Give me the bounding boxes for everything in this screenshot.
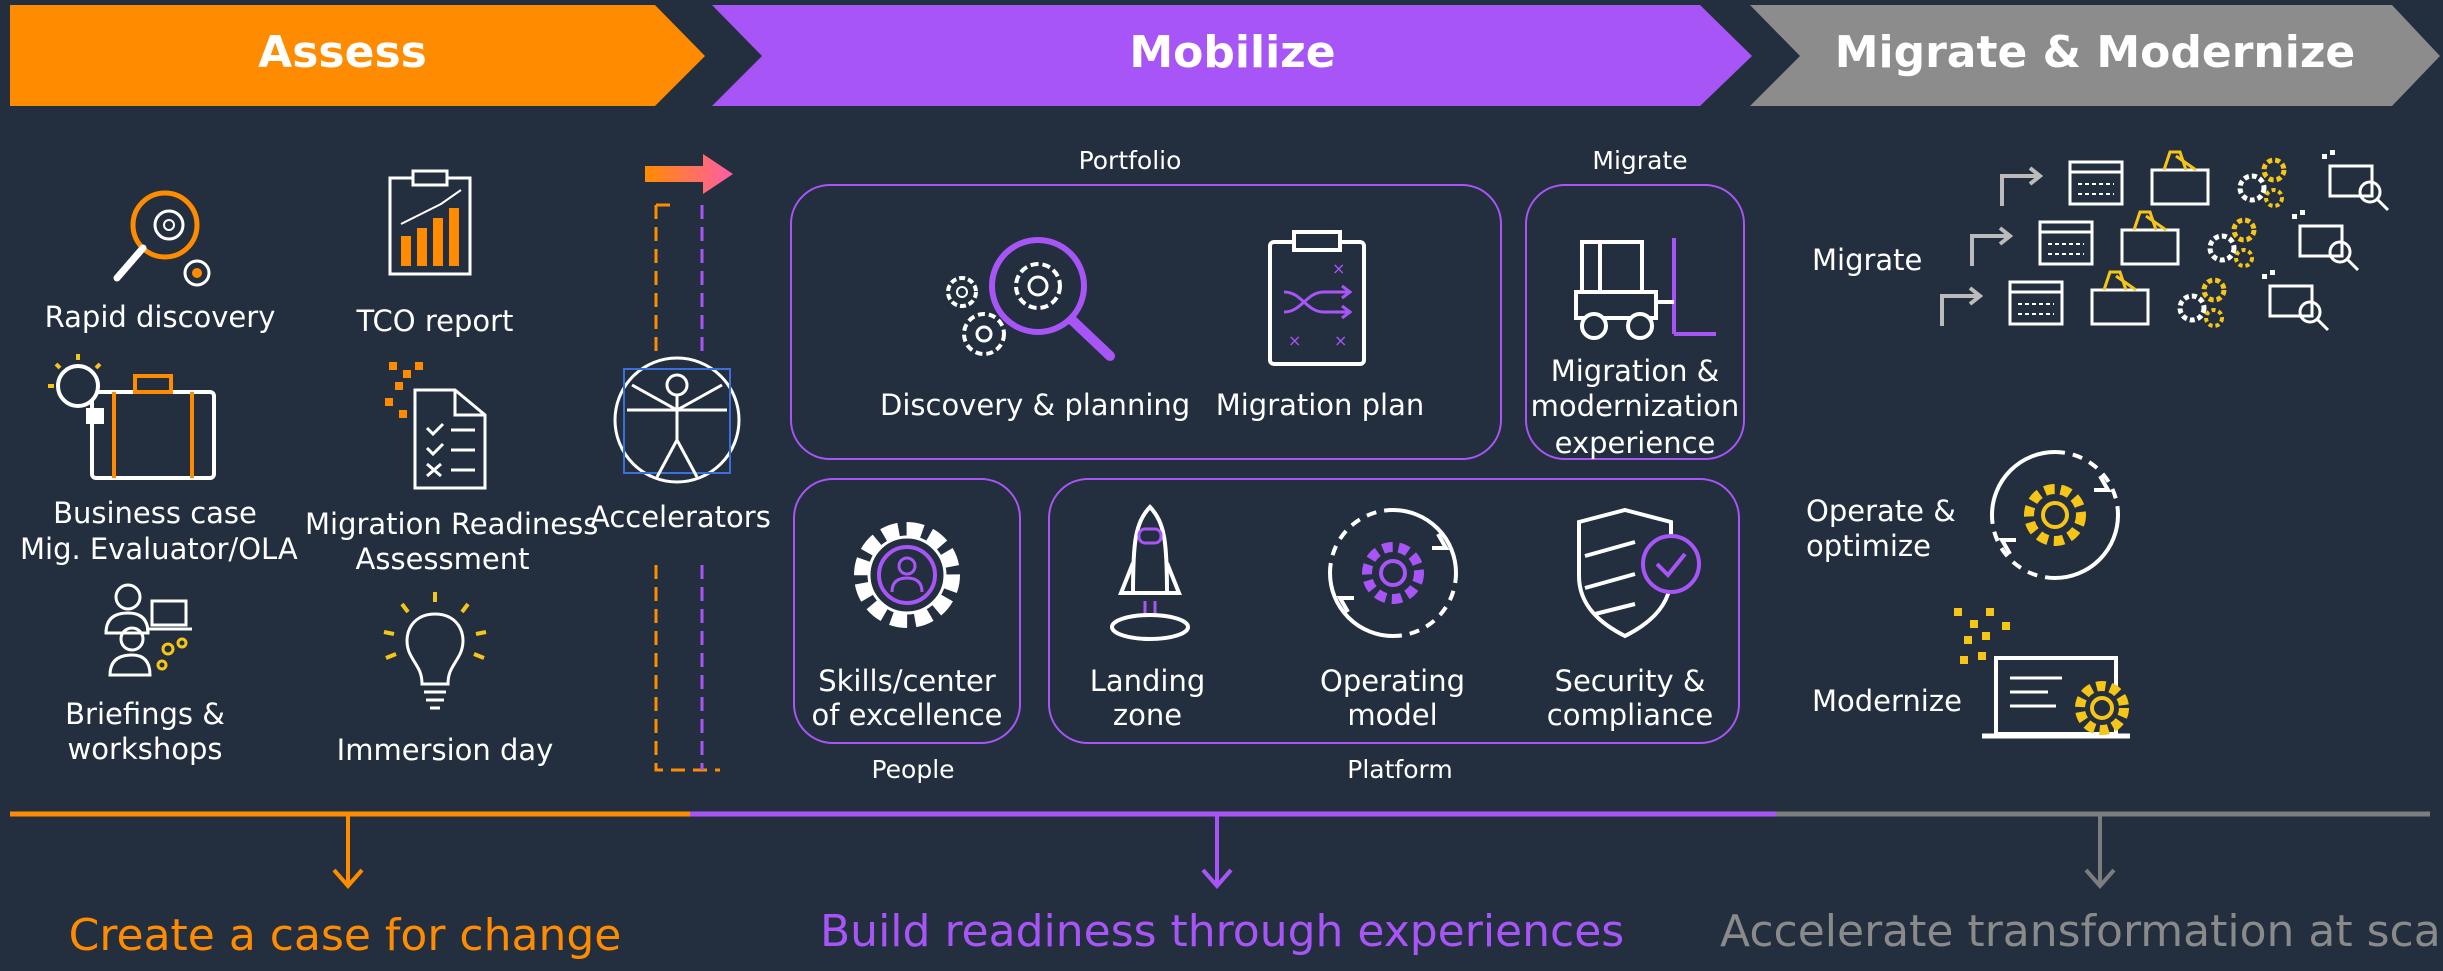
migrate-tools-icons — [1940, 150, 2390, 332]
accelerators-arrow-icon — [645, 154, 733, 194]
migrate-row-1 — [2000, 150, 2390, 212]
briefings-label-1: Briefings & — [65, 697, 225, 731]
mig-exp-label-1: Migration & — [1550, 354, 1720, 388]
rocket-icon — [1110, 504, 1190, 641]
migrate-box — [1525, 184, 1745, 460]
operating-model-label-1: Operating — [1320, 664, 1465, 698]
svg-text:×: × — [1332, 259, 1345, 278]
assess-chevron — [10, 5, 705, 106]
mig-exp-label-2: modernization — [1530, 389, 1740, 423]
phase-chevrons — [10, 5, 2440, 106]
shield-icon — [1577, 507, 1701, 639]
forklift-icon — [1574, 238, 1716, 340]
business-case-label-1: Business case — [53, 496, 257, 530]
operating-model-label-2: model — [1347, 698, 1438, 732]
tco-report-icon — [388, 169, 472, 276]
business-case-icon — [48, 354, 216, 480]
migration-readiness-label-1: Migration Readiness — [305, 507, 599, 541]
operate-label-2: optimize — [1806, 529, 1931, 563]
skills-label-2: of excellence — [811, 698, 1003, 732]
modernize-icon — [1954, 608, 2130, 739]
mobilize-outcome: Build readiness through experiences — [820, 906, 1625, 957]
mobilize-migrate-label: Migrate — [1592, 146, 1688, 175]
assess-phase-title: Assess — [258, 26, 427, 78]
migration-readiness-label-2: Assessment — [355, 542, 530, 576]
discovery-planning-icon — [946, 237, 1115, 361]
platform-label: Platform — [1347, 755, 1453, 784]
operate-optimize-icon — [1990, 450, 2120, 580]
modernize-label: Modernize — [1812, 684, 1962, 718]
mobilize-phase-title: Mobilize — [1129, 26, 1336, 78]
rapid-discovery-icon — [113, 190, 211, 287]
bottom-timeline — [10, 811, 2430, 890]
landing-zone-label-1: Landing — [1089, 664, 1206, 698]
briefings-icon — [104, 583, 192, 677]
portfolio-box — [790, 184, 1502, 460]
people-label: People — [871, 755, 955, 784]
skills-label-1: Skills/center — [818, 664, 996, 698]
migrate-phase-title: Migrate & Modernize — [1834, 26, 2356, 78]
migrate-row-3 — [1940, 270, 2330, 332]
discovery-planning-label: Discovery & planning — [880, 388, 1191, 422]
people-box — [793, 478, 1021, 744]
migrate-outcome: Accelerate transformation at scale — [1720, 906, 2443, 957]
operating-model-icon — [1328, 508, 1458, 638]
briefings-label-2: workshops — [67, 732, 223, 766]
tco-report-label: TCO report — [356, 304, 514, 338]
svg-text:×: × — [1288, 331, 1301, 350]
platform-box — [1048, 478, 1740, 744]
security-label-2: compliance — [1546, 698, 1714, 732]
landing-zone-label-2: zone — [1112, 698, 1183, 732]
migration-plan-icon: × × × — [1268, 230, 1366, 366]
operate-label-1: Operate & — [1806, 494, 1956, 528]
accelerators-dashed-track — [654, 203, 720, 772]
migrate-row-2 — [1970, 210, 2360, 272]
mobilize-chevron — [712, 5, 1752, 106]
migrate-label: Migrate — [1812, 243, 1923, 277]
skills-gear-icon — [854, 522, 960, 628]
immersion-day-icon — [383, 592, 487, 710]
migration-readiness-icon — [385, 362, 487, 490]
business-case-label-2: Mig. Evaluator/OLA — [20, 532, 298, 566]
accelerators-label: Accelerators — [590, 500, 771, 534]
accelerators-icon — [613, 356, 741, 484]
rapid-discovery-label: Rapid discovery — [44, 300, 276, 334]
mig-exp-label-3: experience — [1554, 426, 1716, 460]
assess-outcome: Create a case for change — [68, 910, 622, 961]
migrate-chevron — [1750, 5, 2440, 106]
immersion-day-label: Immersion day — [336, 733, 554, 767]
security-label-1: Security & — [1554, 664, 1706, 698]
svg-text:×: × — [1334, 331, 1347, 350]
portfolio-label: Portfolio — [1078, 146, 1182, 175]
migration-plan-label: Migration plan — [1215, 388, 1425, 422]
